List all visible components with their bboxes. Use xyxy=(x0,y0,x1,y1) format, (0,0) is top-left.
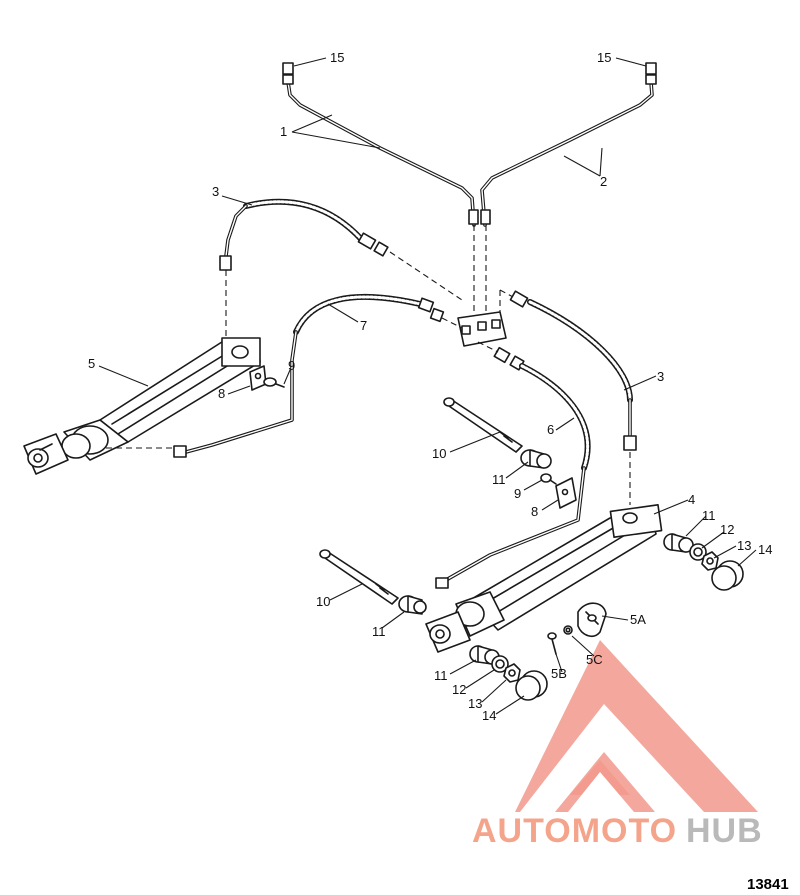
callout-11-lower: 11 xyxy=(372,624,386,639)
screw-5b xyxy=(547,632,557,655)
manifold-block xyxy=(457,311,507,347)
hose-3-left xyxy=(219,198,389,271)
screw-9-left xyxy=(263,377,285,388)
alignment-line xyxy=(441,317,463,329)
bushing-11-upper xyxy=(520,449,552,469)
bushing-11-bottom xyxy=(469,645,500,665)
nut-13-right xyxy=(701,551,719,571)
watermark-text-secondary: HUB xyxy=(686,812,763,850)
callout-10-lower: 10 xyxy=(316,594,330,609)
tube-assembly-2 xyxy=(480,80,654,227)
bushing-11-lower xyxy=(398,595,427,615)
steering-cylinder-5 xyxy=(23,337,261,475)
callout-7: 7 xyxy=(360,318,367,333)
pivot-pin-10-lower xyxy=(319,549,399,605)
fitting-nut-15-left xyxy=(282,62,294,75)
bushing-11-right xyxy=(663,533,694,553)
callout-5: 5 xyxy=(88,356,95,371)
cap-14-right xyxy=(711,560,744,591)
callout-3-right: 3 xyxy=(657,369,664,384)
nut-13-bottom xyxy=(503,663,521,683)
hose-6 xyxy=(435,346,591,589)
steering-cylinder-4 xyxy=(425,503,663,653)
callout-11-right: 11 xyxy=(702,508,716,523)
callout-5b: 5B xyxy=(551,666,567,681)
callout-12-bottom: 12 xyxy=(452,682,466,697)
pivot-pin-10-upper xyxy=(443,397,523,453)
tube-assembly-1 xyxy=(286,80,476,227)
callout-13-bottom: 13 xyxy=(468,696,482,711)
callout-8-right: 8 xyxy=(531,504,538,519)
callout-5a: 5A xyxy=(630,612,646,627)
cap-14-bottom xyxy=(515,670,548,701)
tube-end-nut-1 xyxy=(468,209,479,225)
tube-end-nut-2 xyxy=(480,209,491,225)
callout-4: 4 xyxy=(688,492,695,507)
callout-15-left: 15 xyxy=(330,50,344,65)
hose-3-right xyxy=(509,290,637,451)
alignment-line xyxy=(389,251,463,301)
alignment-line xyxy=(477,341,499,353)
clamp-hole xyxy=(561,488,569,496)
tube-nut-right xyxy=(645,74,657,85)
washer-5c xyxy=(563,625,573,635)
watermark-text-primary: AUTOMOTO xyxy=(472,812,677,850)
callout-9-left: 9 xyxy=(288,358,295,373)
callout-5c: 5C xyxy=(586,652,603,667)
callout-3-left: 3 xyxy=(212,184,219,199)
watermark-logo xyxy=(515,640,758,812)
callout-14-right: 14 xyxy=(758,542,772,557)
callout-11-bottom: 11 xyxy=(434,668,448,683)
callout-15-right: 15 xyxy=(597,50,611,65)
hose-7 xyxy=(173,293,445,458)
callout-1: 1 xyxy=(280,124,287,139)
leader-lines xyxy=(98,57,757,715)
callout-9-right: 9 xyxy=(514,486,521,501)
screw-9-right xyxy=(540,473,557,485)
callout-12-right: 12 xyxy=(720,522,734,537)
tube-nut-left xyxy=(282,74,294,85)
clamp-hole xyxy=(254,372,262,380)
callout-14-bottom: 14 xyxy=(482,708,496,723)
bracket-5a xyxy=(577,602,607,638)
washer-12-bottom xyxy=(491,655,509,673)
callout-13-right: 13 xyxy=(737,538,751,553)
fitting-nut-15-right xyxy=(645,62,657,75)
callout-8-left: 8 xyxy=(218,386,225,401)
callout-11-upper: 11 xyxy=(492,472,506,487)
callout-10-upper: 10 xyxy=(432,446,446,461)
callout-6: 6 xyxy=(547,422,554,437)
callout-2: 2 xyxy=(600,174,607,189)
figure-number: 13841 xyxy=(747,876,789,893)
